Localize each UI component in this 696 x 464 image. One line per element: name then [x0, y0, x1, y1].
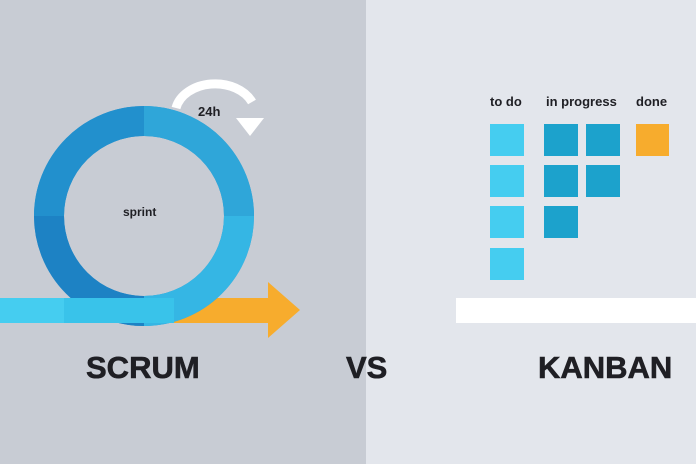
scrum-title: SCRUM	[86, 350, 200, 386]
sprint-label: sprint	[123, 205, 157, 219]
sprint-loop-segment-2	[143, 215, 254, 326]
versus-label: VS	[346, 350, 388, 386]
arrow-right-icon	[268, 282, 300, 338]
column-header-todo: to do	[490, 94, 522, 109]
kanban-card	[490, 124, 524, 156]
kanban-card	[586, 165, 620, 197]
kanban-panel	[366, 0, 696, 464]
kanban-baseline-bar	[456, 298, 696, 323]
kanban-card	[544, 206, 578, 238]
column-header-in-progress: in progress	[546, 94, 617, 109]
kanban-card	[490, 165, 524, 197]
sprint-loop-segment-3	[34, 215, 145, 326]
kanban-title: KANBAN	[538, 350, 673, 386]
sprint-loop-segment-4	[34, 106, 145, 217]
kanban-card	[544, 165, 578, 197]
sprint-loop-segment-1	[143, 106, 254, 217]
kanban-card	[490, 206, 524, 238]
kanban-card	[544, 124, 578, 156]
kanban-column-done	[636, 124, 669, 156]
curved-arrow-icon	[171, 79, 264, 136]
scrum-baseline-bar-light	[0, 298, 64, 323]
kanban-card	[586, 124, 620, 156]
column-header-done: done	[636, 94, 668, 109]
sprint-loop-exit	[64, 298, 174, 323]
cycle-duration-label: 24h	[198, 104, 221, 119]
kanban-column-todo	[490, 124, 524, 280]
kanban-card	[490, 248, 524, 280]
kanban-card	[636, 124, 669, 156]
kanban-column-in-progress	[544, 124, 620, 238]
